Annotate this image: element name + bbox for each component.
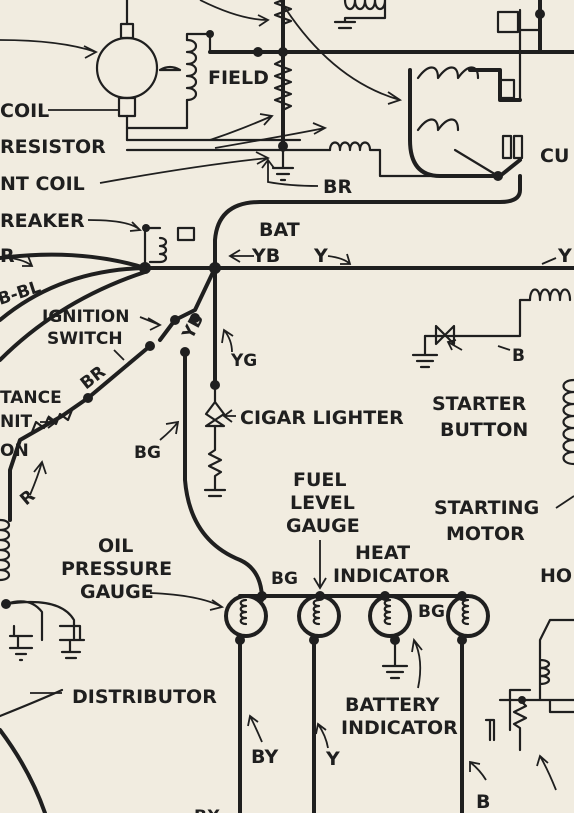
ignition-switch (145, 266, 217, 357)
cutout-relay (408, 8, 574, 181)
resistance-unit (30, 408, 74, 434)
label-oil: OIL (98, 535, 133, 557)
label-on: ON (0, 441, 29, 461)
label-bg-sw: BG (134, 443, 161, 463)
label-level: LEVEL (290, 492, 355, 514)
generator (95, 0, 182, 142)
label-resistor: RESISTOR (0, 136, 106, 158)
label-heat: HEAT (355, 542, 410, 564)
starting-motor (562, 378, 574, 466)
label-gauge-oil: GAUGE (80, 581, 154, 603)
label-bx-cut: BX (194, 807, 220, 813)
label-coil: COIL (0, 100, 49, 122)
label-bg-gauges: BG (271, 569, 298, 589)
label-br-sw: BR (77, 362, 110, 394)
label-indicator-heat: INDICATOR (333, 565, 450, 587)
label-ignition: IGNITION (42, 307, 129, 327)
label-yb-bat: YB (251, 245, 280, 267)
label-field: FIELD (208, 67, 269, 89)
small-coil (328, 141, 500, 178)
label-switch: SWITCH (47, 329, 123, 349)
label-cigar-lighter: CIGAR LIGHTER (240, 407, 404, 429)
label-r-dist: R (16, 486, 39, 510)
distributor (0, 728, 47, 813)
label-yg: YG (230, 351, 257, 371)
label-y-right: Y (557, 245, 572, 267)
label-indicator-battery: INDICATOR (341, 717, 458, 739)
bat-wire (213, 174, 522, 270)
label-y-bat: Y (313, 245, 328, 267)
label-b-bottom: B (476, 791, 490, 813)
label-bat: BAT (259, 219, 300, 241)
label-shunt-coil: NT COIL (0, 173, 85, 195)
label-nit: NIT (0, 412, 33, 432)
label-r-left: R (0, 245, 15, 267)
label-distributor: DISTRIBUTOR (72, 686, 217, 708)
label-fuel: FUEL (293, 469, 347, 491)
field-coil (185, 38, 198, 102)
label-starter-1: STARTER (432, 393, 527, 415)
leader-arrows (0, 0, 574, 791)
cigar-lighter (203, 383, 227, 498)
starter-button (411, 288, 572, 369)
ignition-coil (0, 518, 11, 582)
label-y-bottom: Y (325, 748, 340, 770)
fuel-level-gauge (297, 591, 341, 645)
oil-pressure-gauge (224, 591, 268, 645)
circuit-breaker (142, 224, 196, 270)
label-tance: TANCE (0, 388, 62, 408)
label-br-reg: BR (323, 176, 352, 198)
label-battery: BATTERY (345, 694, 440, 716)
label-bg-heat: BG (418, 602, 445, 622)
label-pressure: PRESSURE (61, 558, 172, 580)
label-starting-motor-2: MOTOR (446, 523, 525, 545)
label-ho: HO (540, 565, 572, 587)
horn-relay (484, 618, 574, 752)
label-cu: CU (540, 145, 569, 167)
field-resistor (273, 58, 293, 112)
heat-indicator (446, 591, 490, 645)
label-starter-2: BUTTON (440, 419, 528, 441)
label-starting-motor-1: STARTING (434, 497, 539, 519)
label-gauge-fuel: GAUGE (286, 515, 360, 537)
label-b-starter: B (512, 346, 525, 366)
battery-indicator (368, 591, 412, 680)
label-by: BY (251, 746, 278, 768)
label-breaker: REAKER (0, 210, 85, 232)
top-resistor (273, 0, 293, 26)
